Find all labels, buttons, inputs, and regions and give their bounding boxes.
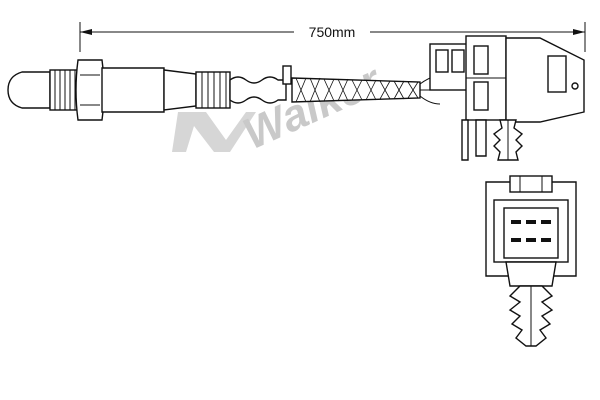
connector-pin-hole	[571, 82, 579, 90]
dimension-label: 750mm	[309, 24, 356, 40]
fir-tree-clip-side	[492, 119, 524, 161]
connector-pin-block	[503, 207, 559, 259]
sensor-body	[7, 59, 231, 121]
arrow-left-icon	[80, 29, 92, 35]
connector-front-view	[485, 175, 577, 347]
sensor-hex-nut	[75, 59, 105, 121]
harness-clip	[282, 65, 292, 85]
connector-side-view	[429, 35, 585, 161]
sensor-sleeve	[195, 71, 231, 109]
connector-pin	[541, 220, 551, 224]
arrow-right-icon	[573, 29, 585, 35]
connector-base	[505, 261, 557, 287]
wire-harness	[229, 65, 441, 105]
connector-pin	[511, 220, 521, 224]
connector-pin	[526, 220, 536, 224]
fir-tree-clip-front	[508, 285, 554, 347]
connector-pin	[511, 238, 521, 242]
dimension-line: 750mm	[79, 22, 586, 52]
corrugated-tube	[229, 76, 287, 104]
connector-shell	[505, 37, 585, 123]
watermark-logo-mark	[172, 112, 256, 152]
sensor-barrel	[101, 67, 165, 113]
watermark-text: Walker	[236, 55, 390, 159]
sensor-tip	[7, 71, 51, 109]
sensor-thread	[49, 69, 79, 111]
connector-pin	[541, 238, 551, 242]
connector-top-tab	[509, 175, 553, 193]
connector-pin	[526, 238, 536, 242]
